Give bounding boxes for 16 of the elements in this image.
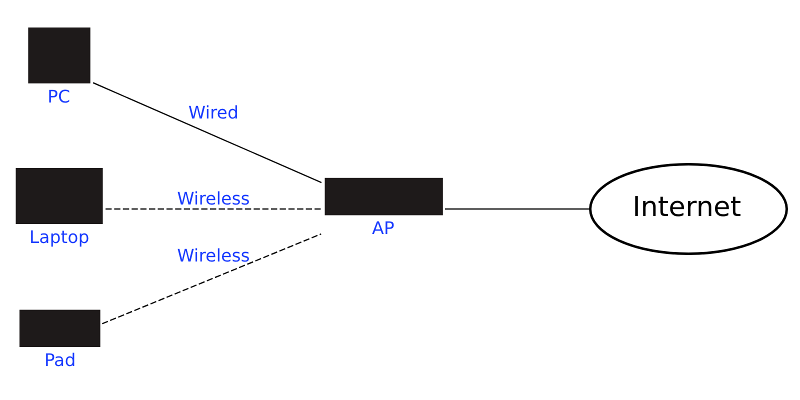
node-label: Laptop xyxy=(29,228,90,248)
connector xyxy=(102,233,322,324)
edge-label: Wireless xyxy=(177,189,250,210)
connector xyxy=(92,82,322,184)
node-ellipse: Internet xyxy=(589,163,788,256)
node-box xyxy=(324,178,443,216)
connector xyxy=(445,208,590,210)
connector xyxy=(106,208,322,210)
node-box xyxy=(28,27,90,84)
edge-label: Wired xyxy=(188,103,239,124)
node-label: AP xyxy=(372,219,394,240)
node-box xyxy=(19,310,100,348)
node-box xyxy=(16,168,103,224)
edge-label: Wireless xyxy=(177,246,250,266)
node-label: Pad xyxy=(44,350,76,371)
node-label: PC xyxy=(47,87,70,108)
